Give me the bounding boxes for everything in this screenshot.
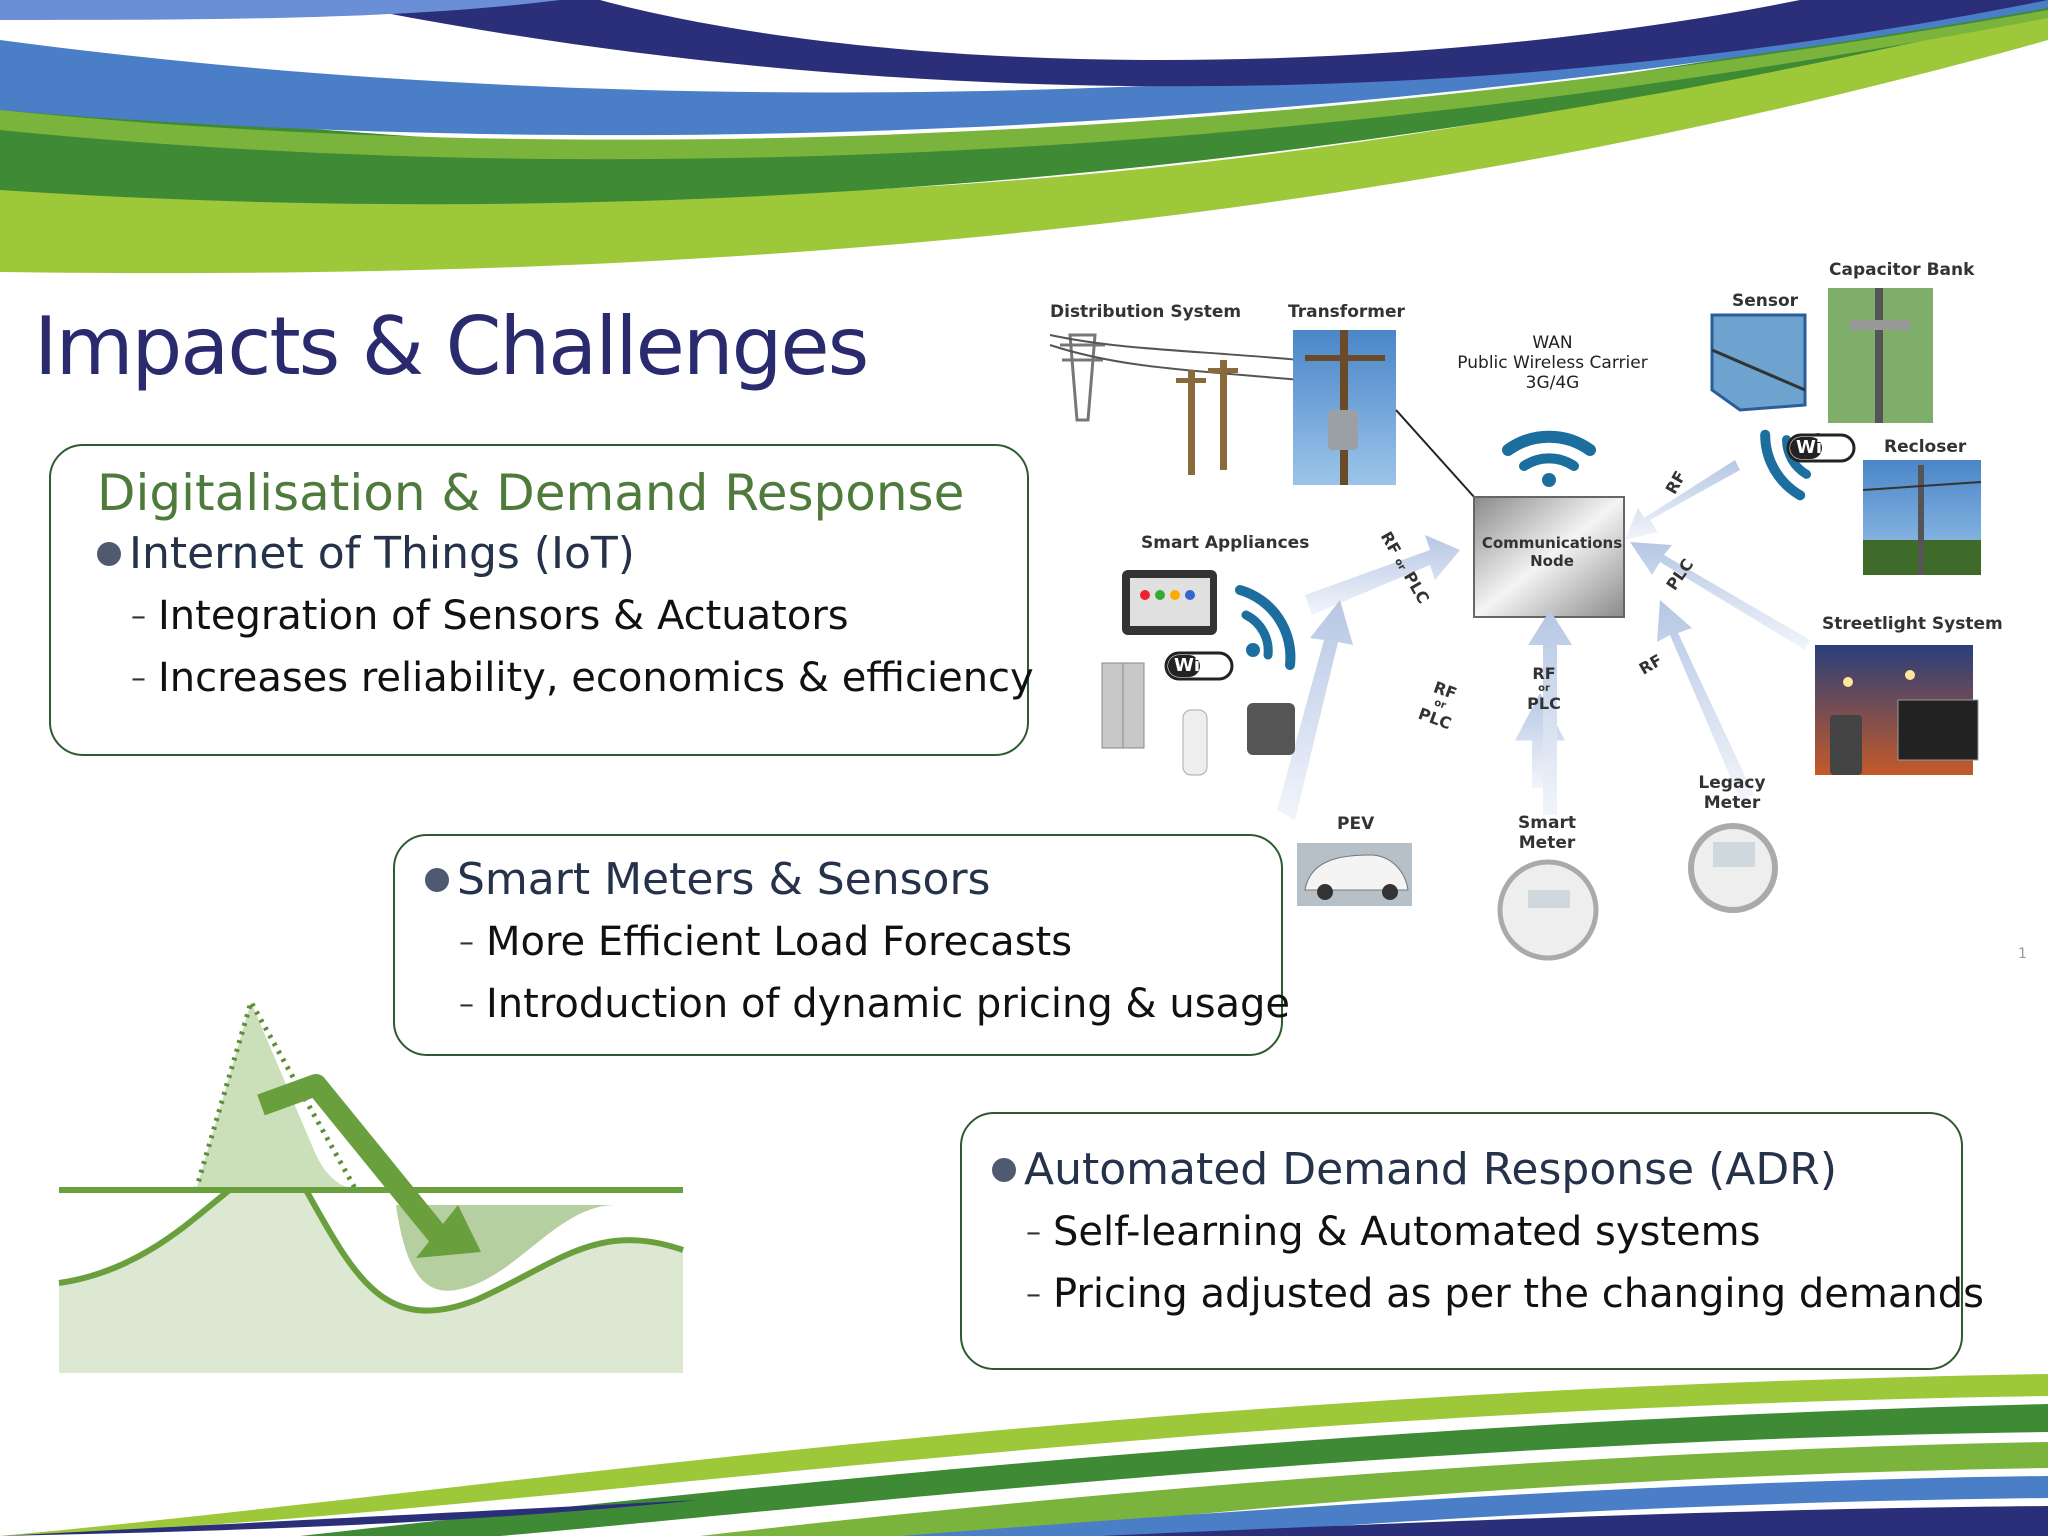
- link-or: or: [1538, 683, 1550, 694]
- appliance-wifi-logo-icon: [1164, 651, 1234, 681]
- distribution-tower-icon: [1049, 333, 1301, 475]
- sub-text: Integration of Sensors & Actuators: [158, 593, 849, 639]
- digitalisation-box: Digitalisation & Demand Response Interne…: [49, 444, 1034, 756]
- sub-text: More Efficient Load Forecasts: [486, 919, 1073, 965]
- box-heading: Digitalisation & Demand Response: [97, 464, 965, 522]
- label-pev: PEV: [1337, 814, 1375, 834]
- bullet-text: Smart Meters & Sensors: [457, 854, 991, 905]
- wan-line-3: 3G/4G: [1525, 373, 1580, 393]
- dash-icon: –: [1026, 1276, 1041, 1312]
- demand-curve-illustration: [58, 995, 684, 1373]
- legacy-meter-line-2: Meter: [1703, 793, 1761, 813]
- label-distribution-system: Distribution System: [1050, 302, 1242, 322]
- link-label-smart-meter: RF or PLC: [1524, 664, 1564, 713]
- link-arrows: [1277, 460, 1810, 820]
- sub-text: Introduction of dynamic pricing & usage: [486, 981, 1291, 1027]
- bottom-swoosh-decoration: [0, 1374, 2048, 1536]
- streetlight-photo-icon: [1815, 645, 1979, 775]
- top-swoosh-decoration: [0, 0, 2048, 274]
- sub-text: Pricing adjusted as per the changing dem…: [1053, 1271, 1984, 1317]
- page-number: 1: [2018, 946, 2027, 962]
- smart-meter-icon: [1497, 859, 1599, 961]
- appliance-wifi-icon: [1235, 585, 1296, 670]
- label-recloser: Recloser: [1884, 437, 1967, 457]
- bullet-text: Automated Demand Response (ADR): [1024, 1144, 1837, 1195]
- wan-line-1: WAN: [1532, 333, 1573, 353]
- wifi-logo-icon: [1786, 433, 1856, 463]
- slide-title: Impacts & Challenges: [34, 300, 869, 393]
- smart-meter-line-2: Meter: [1518, 833, 1576, 853]
- dash-icon: –: [131, 598, 146, 634]
- label-legacy-meter: Legacy Meter: [1697, 773, 1767, 813]
- dash-icon: –: [459, 924, 474, 960]
- label-smart-appliances: Smart Appliances: [1141, 533, 1310, 553]
- bullet-dot-icon: [992, 1157, 1016, 1182]
- label-transformer: Transformer: [1288, 302, 1405, 322]
- wan-line-2: Public Wireless Carrier: [1457, 353, 1648, 373]
- sub-text: Self-learning & Automated systems: [1053, 1209, 1761, 1255]
- label-sensor: Sensor: [1732, 291, 1799, 311]
- network-diagram: [1049, 288, 1982, 961]
- comm-node-line-1: Communications: [1481, 534, 1623, 552]
- label-capacitor-bank: Capacitor Bank: [1829, 260, 1975, 280]
- capacitor-bank-photo-icon: [1828, 288, 1933, 423]
- sub-item: – Integration of Sensors & Actuators: [131, 593, 1027, 639]
- bullet-dot-icon: [425, 867, 449, 892]
- dash-icon: –: [1026, 1214, 1041, 1250]
- communications-node: [1473, 496, 1625, 618]
- pev-car-photo-icon: [1297, 843, 1412, 906]
- link-rf: RF: [1532, 664, 1556, 683]
- sub-item: – Pricing adjusted as per the changing d…: [1026, 1271, 1984, 1317]
- label-wan: WAN Public Wireless Carrier 3G/4G: [1450, 333, 1655, 393]
- sub-item: – Self-learning & Automated systems: [1026, 1209, 1961, 1255]
- bullet-text: Internet of Things (IoT): [129, 528, 635, 579]
- smart-appliances-icon: [1101, 570, 1295, 776]
- comm-node-label: Communications Node: [1477, 534, 1627, 570]
- sub-text: Increases reliability, economics & effic…: [158, 655, 1034, 701]
- label-smart-meter: Smart Meter: [1512, 813, 1582, 853]
- legacy-meter-line-1: Legacy: [1698, 773, 1766, 793]
- bullet-item: Smart Meters & Sensors: [425, 854, 1281, 905]
- bullet-dot-icon: [97, 541, 121, 566]
- bullet-item: Automated Demand Response (ADR): [992, 1144, 1961, 1195]
- sub-item: – Increases reliability, economics & eff…: [131, 655, 1034, 701]
- wifi-signal-icon: [1502, 430, 1596, 487]
- adr-box: Automated Demand Response (ADR) – Self-l…: [960, 1112, 1984, 1370]
- wifi-logo-text: WiFi: [1796, 437, 1841, 458]
- smart-meters-box: Smart Meters & Sensors – More Efficient …: [393, 834, 1290, 1056]
- bullet-item: Internet of Things (IoT): [97, 528, 1027, 579]
- label-streetlight-system: Streetlight System: [1822, 614, 2003, 634]
- link-plc: PLC: [1527, 694, 1561, 713]
- transformer-photo-icon: [1293, 330, 1396, 485]
- smart-meter-line-1: Smart: [1518, 813, 1576, 833]
- recloser-photo-icon: [1862, 460, 1982, 575]
- legacy-meter-icon: [1688, 823, 1778, 913]
- sensor-photo-icon: [1710, 313, 1807, 412]
- sub-item: – More Efficient Load Forecasts: [459, 919, 1281, 965]
- sub-item: – Introduction of dynamic pricing & usag…: [459, 981, 1290, 1027]
- wifi-logo-text: WiFi: [1174, 655, 1219, 676]
- dash-icon: –: [459, 986, 474, 1022]
- dash-icon: –: [131, 660, 146, 696]
- comm-node-line-2: Node: [1530, 552, 1574, 570]
